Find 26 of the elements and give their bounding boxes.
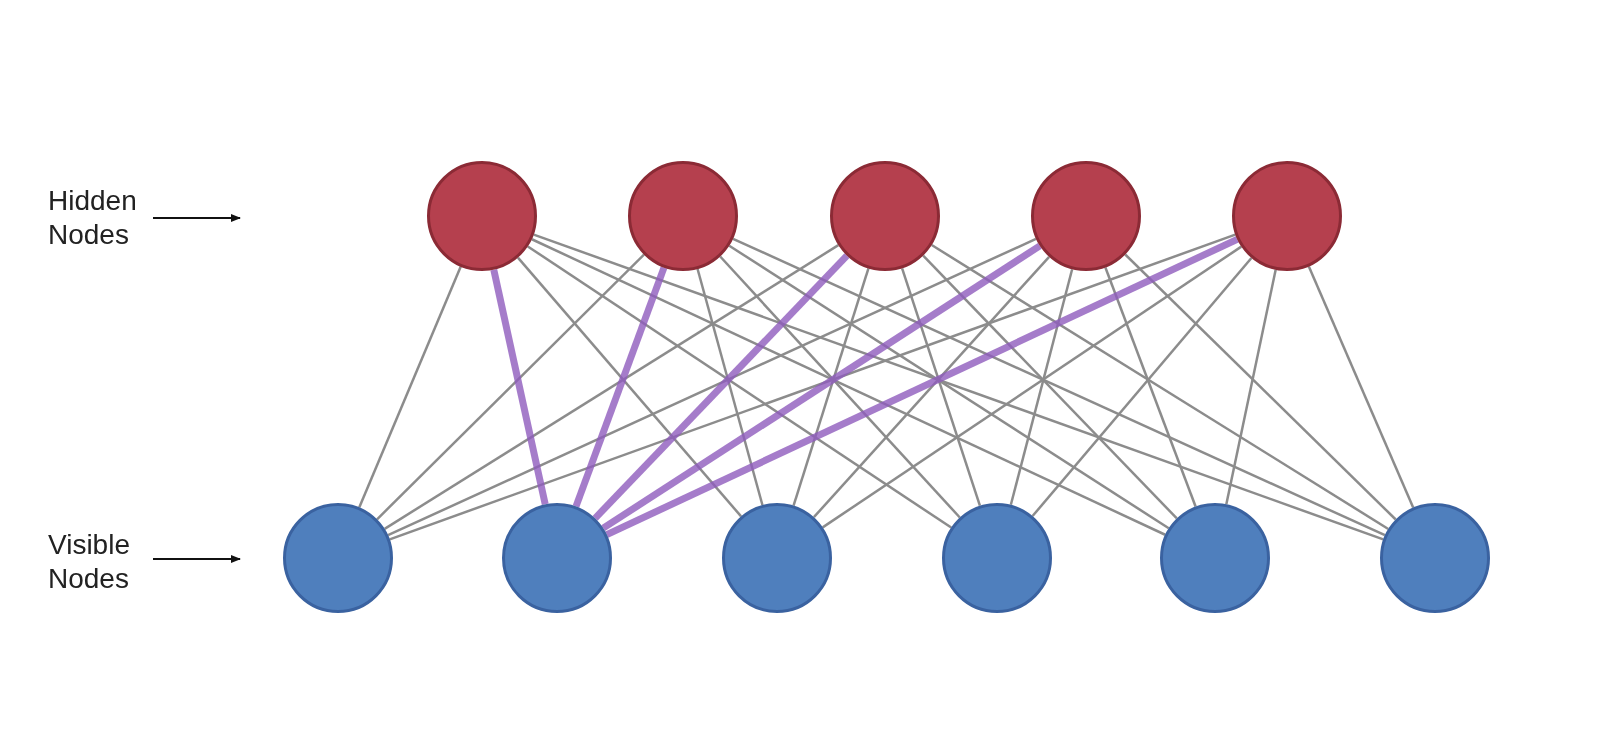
connection-line	[592, 253, 850, 521]
connection-line	[605, 236, 1239, 538]
connection-line	[387, 237, 1037, 537]
arrow	[152, 555, 241, 563]
connection-line	[728, 244, 1170, 530]
connection-line	[719, 255, 961, 519]
connection-line	[376, 253, 645, 521]
connection-line	[1124, 253, 1397, 521]
row-label: Visible Nodes	[48, 528, 150, 596]
connection-line	[931, 243, 1389, 531]
connection-line	[812, 255, 1051, 519]
connection-line	[516, 256, 743, 518]
connection-line	[383, 244, 840, 530]
row-label: Hidden Nodes	[48, 184, 150, 252]
connection-line	[1307, 266, 1415, 508]
connection-line	[572, 266, 668, 508]
connection-line	[531, 238, 1166, 536]
arrow	[152, 214, 241, 222]
connection-line	[1031, 257, 1253, 517]
connection-line	[732, 237, 1386, 537]
connection-line	[601, 242, 1042, 532]
connection-line	[358, 266, 462, 508]
connection-line	[822, 245, 1242, 529]
connection-line	[1225, 269, 1277, 505]
connection-line	[527, 245, 952, 529]
connection-line	[922, 254, 1178, 520]
